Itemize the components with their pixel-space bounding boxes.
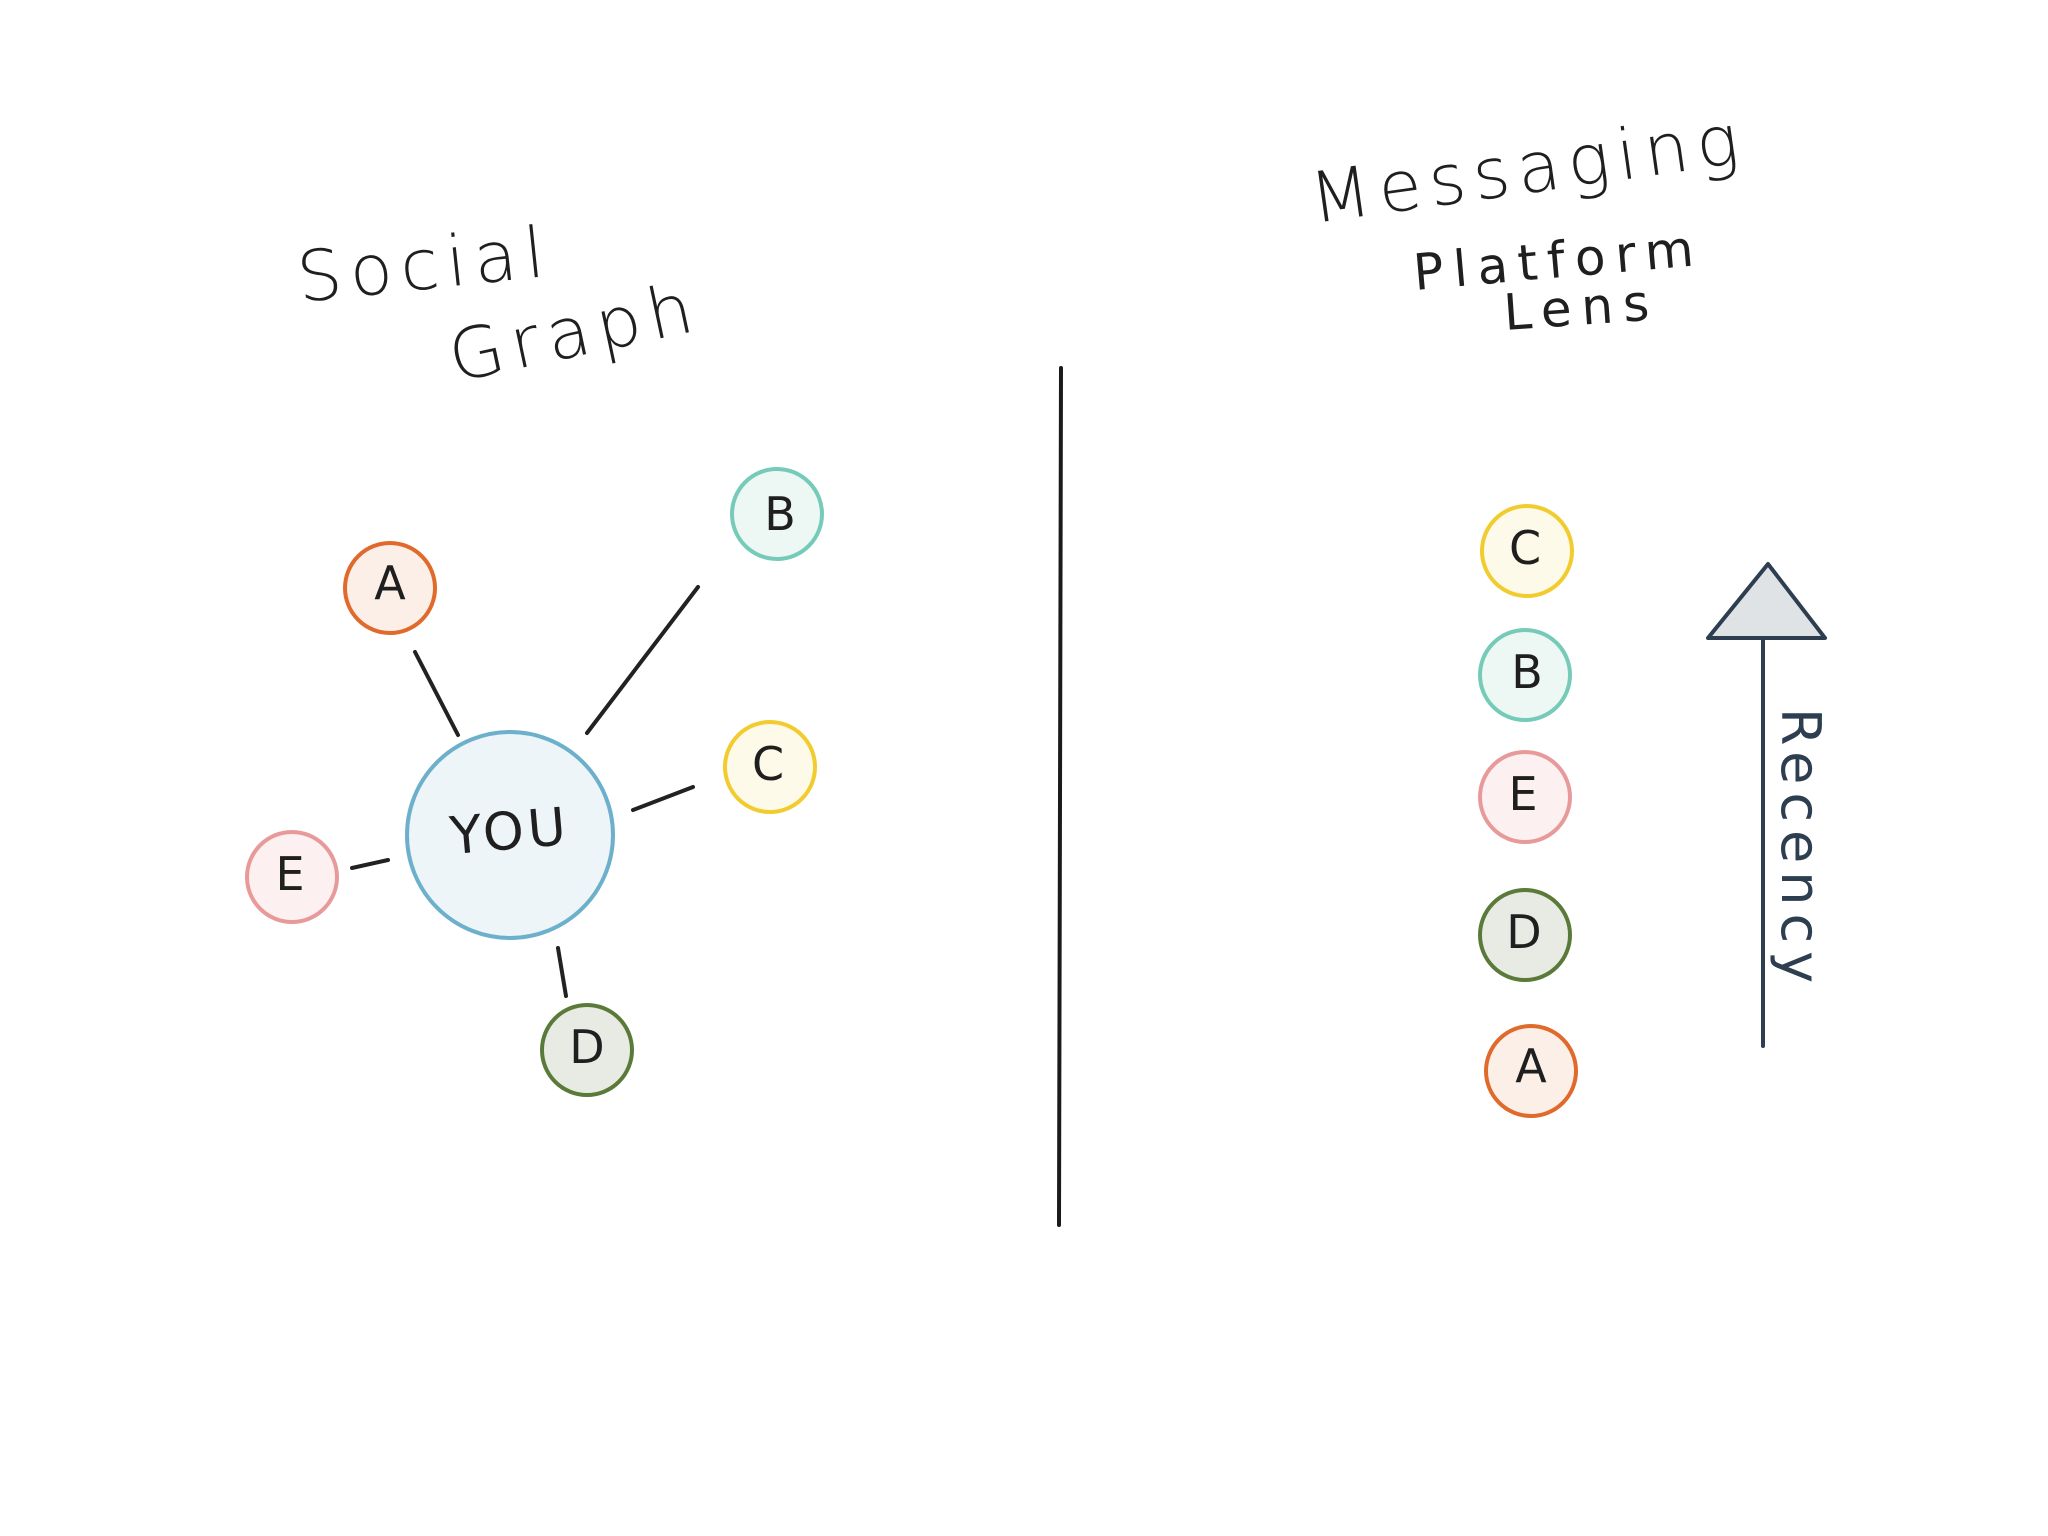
recency-node-2-circle: [1478, 628, 1572, 722]
recency-node-3-label: E: [1508, 767, 1537, 821]
recency-node-3-circle: [1478, 750, 1572, 844]
social-node-e-label: E: [275, 847, 304, 901]
you-circle: [405, 730, 615, 940]
edge-d: [556, 946, 568, 998]
recency-arrow: [1706, 562, 1827, 1048]
social-node-d: D: [540, 1003, 634, 1097]
social-node-a-circle: [343, 541, 437, 635]
recency-node-4-circle: [1478, 888, 1572, 982]
social-node-b: B: [730, 467, 824, 561]
recency-node-4: D: [1478, 888, 1572, 982]
social-node-a-label: A: [374, 556, 406, 610]
social-node-b-label: B: [764, 487, 796, 541]
social-node-b-circle: [730, 467, 824, 561]
social-node-c: C: [723, 720, 817, 814]
social-node-d-circle: [540, 1003, 634, 1097]
edge-e: [350, 858, 390, 870]
messaging-title-line1: Messaging: [1305, 98, 1751, 240]
recency-arrow-head: [1706, 562, 1827, 640]
social-node-a: A: [343, 541, 437, 635]
recency-node-1-label: C: [1509, 521, 1541, 575]
social-node-d-label: D: [569, 1020, 604, 1074]
edge-c: [631, 785, 695, 812]
social-node-e-circle: [245, 830, 339, 924]
social-node-c-label: C: [752, 737, 784, 791]
panel-divider: [1057, 366, 1063, 1227]
center-node-you: YOU: [405, 730, 615, 940]
recency-node-2-label: B: [1511, 645, 1543, 699]
you-label: YOU: [447, 797, 573, 867]
recency-axis-label: Recency: [1769, 708, 1832, 991]
recency-node-5-circle: [1484, 1024, 1578, 1118]
recency-node-1: C: [1480, 504, 1574, 598]
recency-node-2: B: [1478, 628, 1572, 722]
social-node-c-circle: [723, 720, 817, 814]
edge-a: [413, 650, 460, 737]
edge-b: [585, 585, 700, 735]
social-graph-nodes: A B C D E: [245, 467, 824, 1097]
recency-node-4-label: D: [1506, 905, 1541, 959]
recency-node-1-circle: [1480, 504, 1574, 598]
graph-edges: [350, 585, 700, 998]
recency-ordered-nodes: C B E D A: [1478, 504, 1578, 1118]
messaging-title-line3: Lens: [1502, 273, 1661, 342]
recency-node-5-label: A: [1515, 1039, 1547, 1093]
recency-node-3: E: [1478, 750, 1572, 844]
recency-node-5: A: [1484, 1024, 1578, 1118]
social-node-e: E: [245, 830, 339, 924]
